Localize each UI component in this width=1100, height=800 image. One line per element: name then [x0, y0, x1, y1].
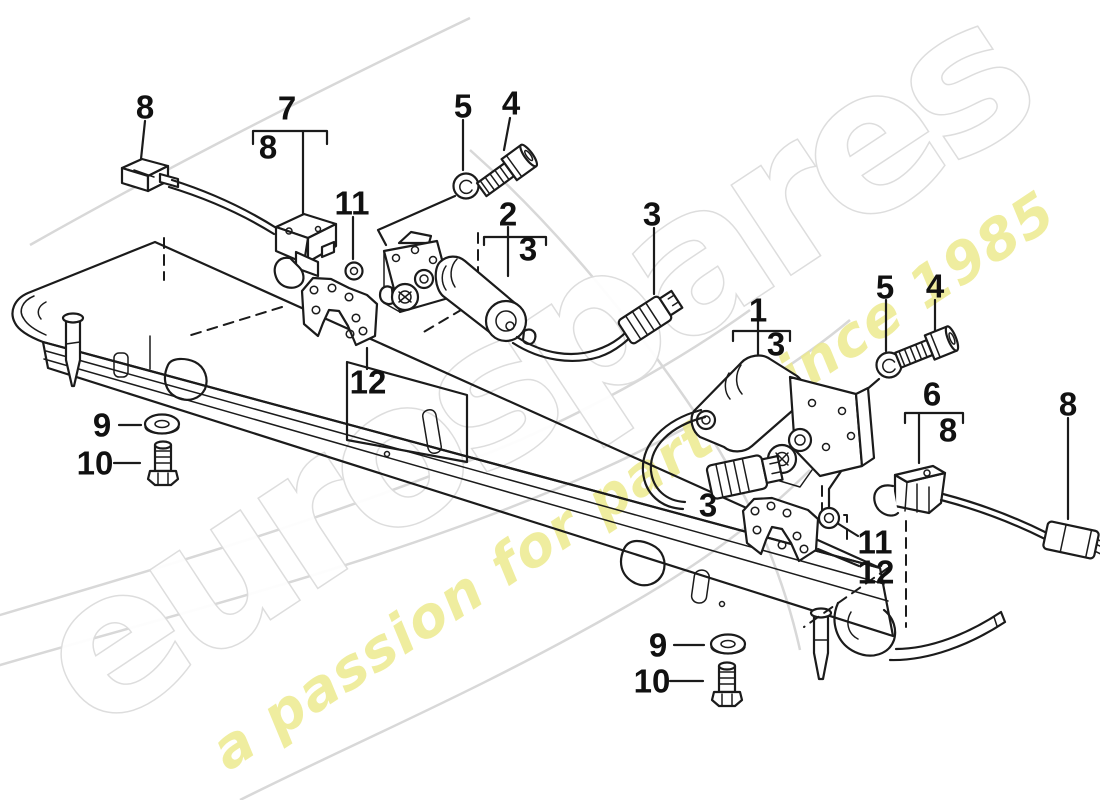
motor-assembly-center — [378, 230, 642, 363]
callout-7-latch: 7 — [278, 90, 296, 127]
bolt-10-left — [146, 440, 180, 487]
washer-9-left — [143, 413, 181, 435]
callout-9-left: 9 — [93, 407, 111, 444]
callout-11-left: 11 — [335, 185, 370, 222]
washer-9-bottom — [709, 633, 747, 655]
screw-4-left — [475, 143, 539, 198]
cable-connector-right — [705, 454, 784, 500]
callout-10-bottom: 10 — [634, 663, 671, 700]
callout-8-connector-right: 8 — [1059, 386, 1077, 423]
callout-9-bottom: 9 — [649, 627, 667, 664]
callout-1-motor-right: 1 — [749, 292, 767, 329]
mounting-bracket-right — [741, 496, 820, 563]
guide-pin-right — [809, 607, 833, 681]
callout-12-left: 12 — [350, 364, 387, 401]
callout-5-left: 5 — [454, 88, 472, 125]
latch-assembly — [273, 212, 338, 289]
connector-8-left — [120, 157, 280, 236]
callout-5-right: 5 — [876, 269, 894, 306]
parts — [120, 143, 1100, 708]
bolt-10-bottom — [710, 661, 744, 708]
callout-8-in-6: 8 — [939, 412, 957, 449]
connector-8-right — [1042, 520, 1100, 560]
callout-3-in-2: 3 — [519, 231, 537, 268]
washer-11-left — [344, 261, 364, 281]
callout-4-left: 4 — [502, 85, 521, 122]
callout-2-motor-center: 2 — [499, 196, 517, 233]
flap-panel — [11, 240, 1007, 681]
callout-8-connector-left: 8 — [136, 89, 154, 126]
guide-pin-left — [61, 312, 85, 388]
callout-6-switch: 6 — [923, 376, 941, 413]
lock-washer-5-left — [452, 172, 480, 200]
callout-3-cable-center: 3 — [643, 196, 661, 233]
callout-10-left: 10 — [77, 445, 114, 482]
mounting-bracket-left — [300, 276, 379, 347]
callout-4-right: 4 — [926, 268, 945, 305]
callout-8-in-7: 8 — [259, 129, 277, 166]
lock-washer-5-right — [875, 351, 903, 379]
callout-3-in-1: 3 — [767, 326, 785, 363]
callout-11-right: 11 — [858, 524, 893, 561]
screw-4-right — [894, 325, 960, 369]
micro-switch — [873, 464, 1049, 541]
cable-connector-center — [617, 289, 684, 345]
washer-11-right — [817, 506, 841, 530]
callout-3-cable-right: 3 — [699, 487, 717, 524]
callout-12-right: 12 — [858, 554, 895, 591]
motor-assembly-right — [641, 354, 876, 511]
